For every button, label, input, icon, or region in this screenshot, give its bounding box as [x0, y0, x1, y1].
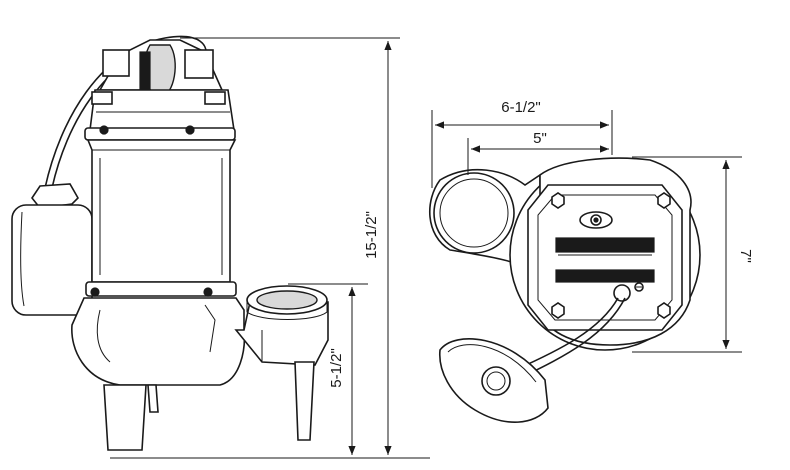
- cord-gland: [613, 284, 631, 302]
- float-switch: [11, 183, 93, 316]
- motor-cap: [84, 89, 236, 141]
- overall-height-dimension: 15-1/2": [110, 37, 430, 459]
- depth-label: 7": [737, 249, 754, 263]
- bolt-top-right: [657, 192, 671, 209]
- bolt-top-left: [551, 192, 565, 209]
- overall-height-label: 15-1/2": [363, 211, 380, 259]
- discharge-opening: [433, 172, 515, 254]
- bolt-bottom-left: [551, 302, 565, 319]
- pump-legs: [103, 361, 315, 451]
- lifting-eye: [579, 211, 613, 229]
- pump-volute: [71, 281, 329, 386]
- overall-width-label: 6-1/2": [501, 99, 541, 116]
- discharge-height-label: 5-1/2": [328, 348, 345, 388]
- pump-side-view: [11, 35, 329, 451]
- motor-housing: [86, 139, 237, 283]
- pump-handle: [98, 39, 224, 99]
- base-width-label: 5": [533, 130, 547, 147]
- depth-dimension: 7": [632, 156, 754, 353]
- float-switch-top: [439, 338, 549, 423]
- bolt-bottom-right: [657, 302, 671, 319]
- overall-width-dimension: 6-1/2": [431, 99, 613, 188]
- pump-top-view: [429, 157, 701, 423]
- base-width-dimension: 5": [467, 130, 609, 175]
- discharge-height-dimension: 5-1/2": [288, 283, 368, 455]
